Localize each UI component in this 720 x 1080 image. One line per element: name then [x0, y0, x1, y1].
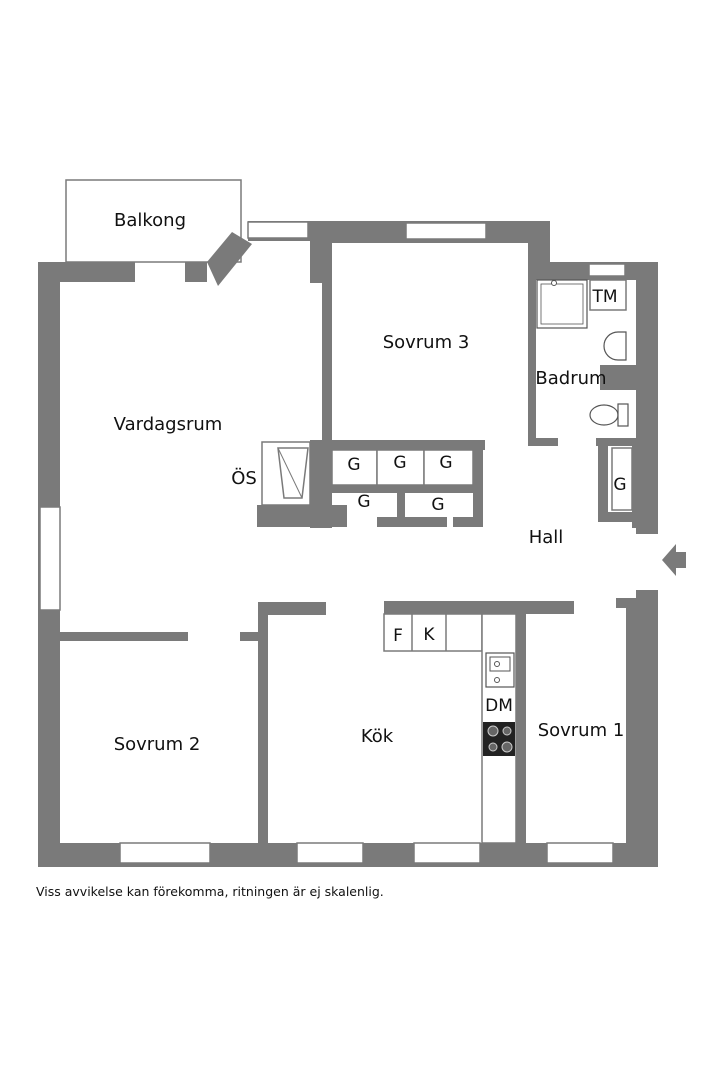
- label-os: ÖS: [231, 467, 257, 489]
- interior-walls: [60, 280, 646, 847]
- disclaimer-text: Viss avvikelse kan förekomma, ritningen …: [36, 884, 384, 899]
- washing-machine: [589, 279, 627, 311]
- label-dm: DM: [485, 696, 513, 716]
- label-sovrum-1: Sovrum 1: [538, 720, 625, 741]
- closet-label: G: [347, 455, 360, 475]
- closet-label: G: [357, 492, 370, 512]
- label-badrum: Badrum: [535, 368, 606, 389]
- closet-label: G: [613, 475, 626, 495]
- fireplace: [261, 441, 311, 506]
- label-sovrum-3: Sovrum 3: [383, 332, 470, 353]
- label-kok: Kök: [361, 726, 394, 747]
- kitchen-sink-icon: [485, 652, 515, 688]
- sink-icon: [603, 331, 627, 361]
- toilet-icon: [589, 403, 629, 427]
- shower-icon: [536, 279, 588, 329]
- label-vardagsrum: Vardagsrum: [114, 414, 223, 435]
- label-tm: TM: [591, 287, 617, 307]
- label-sovrum-2: Sovrum 2: [114, 734, 201, 755]
- closet-label: G: [431, 495, 444, 515]
- closet-label: G: [439, 453, 452, 473]
- label-balkong: Balkong: [114, 210, 186, 231]
- label-f: F: [393, 626, 403, 646]
- label-hall: Hall: [529, 527, 564, 548]
- closet-label: G: [393, 453, 406, 473]
- entrance-arrow-icon: [662, 544, 686, 576]
- closets: [331, 447, 633, 511]
- floor-plan: Balkong Vardagsrum Sovrum 3 Badrum TM ÖS…: [38, 179, 686, 867]
- label-k: K: [423, 625, 435, 645]
- windows: [39, 221, 626, 864]
- closet-labels: G G G G G G: [347, 453, 626, 515]
- stove-icon: [483, 722, 515, 756]
- balcony-outline: [65, 179, 242, 263]
